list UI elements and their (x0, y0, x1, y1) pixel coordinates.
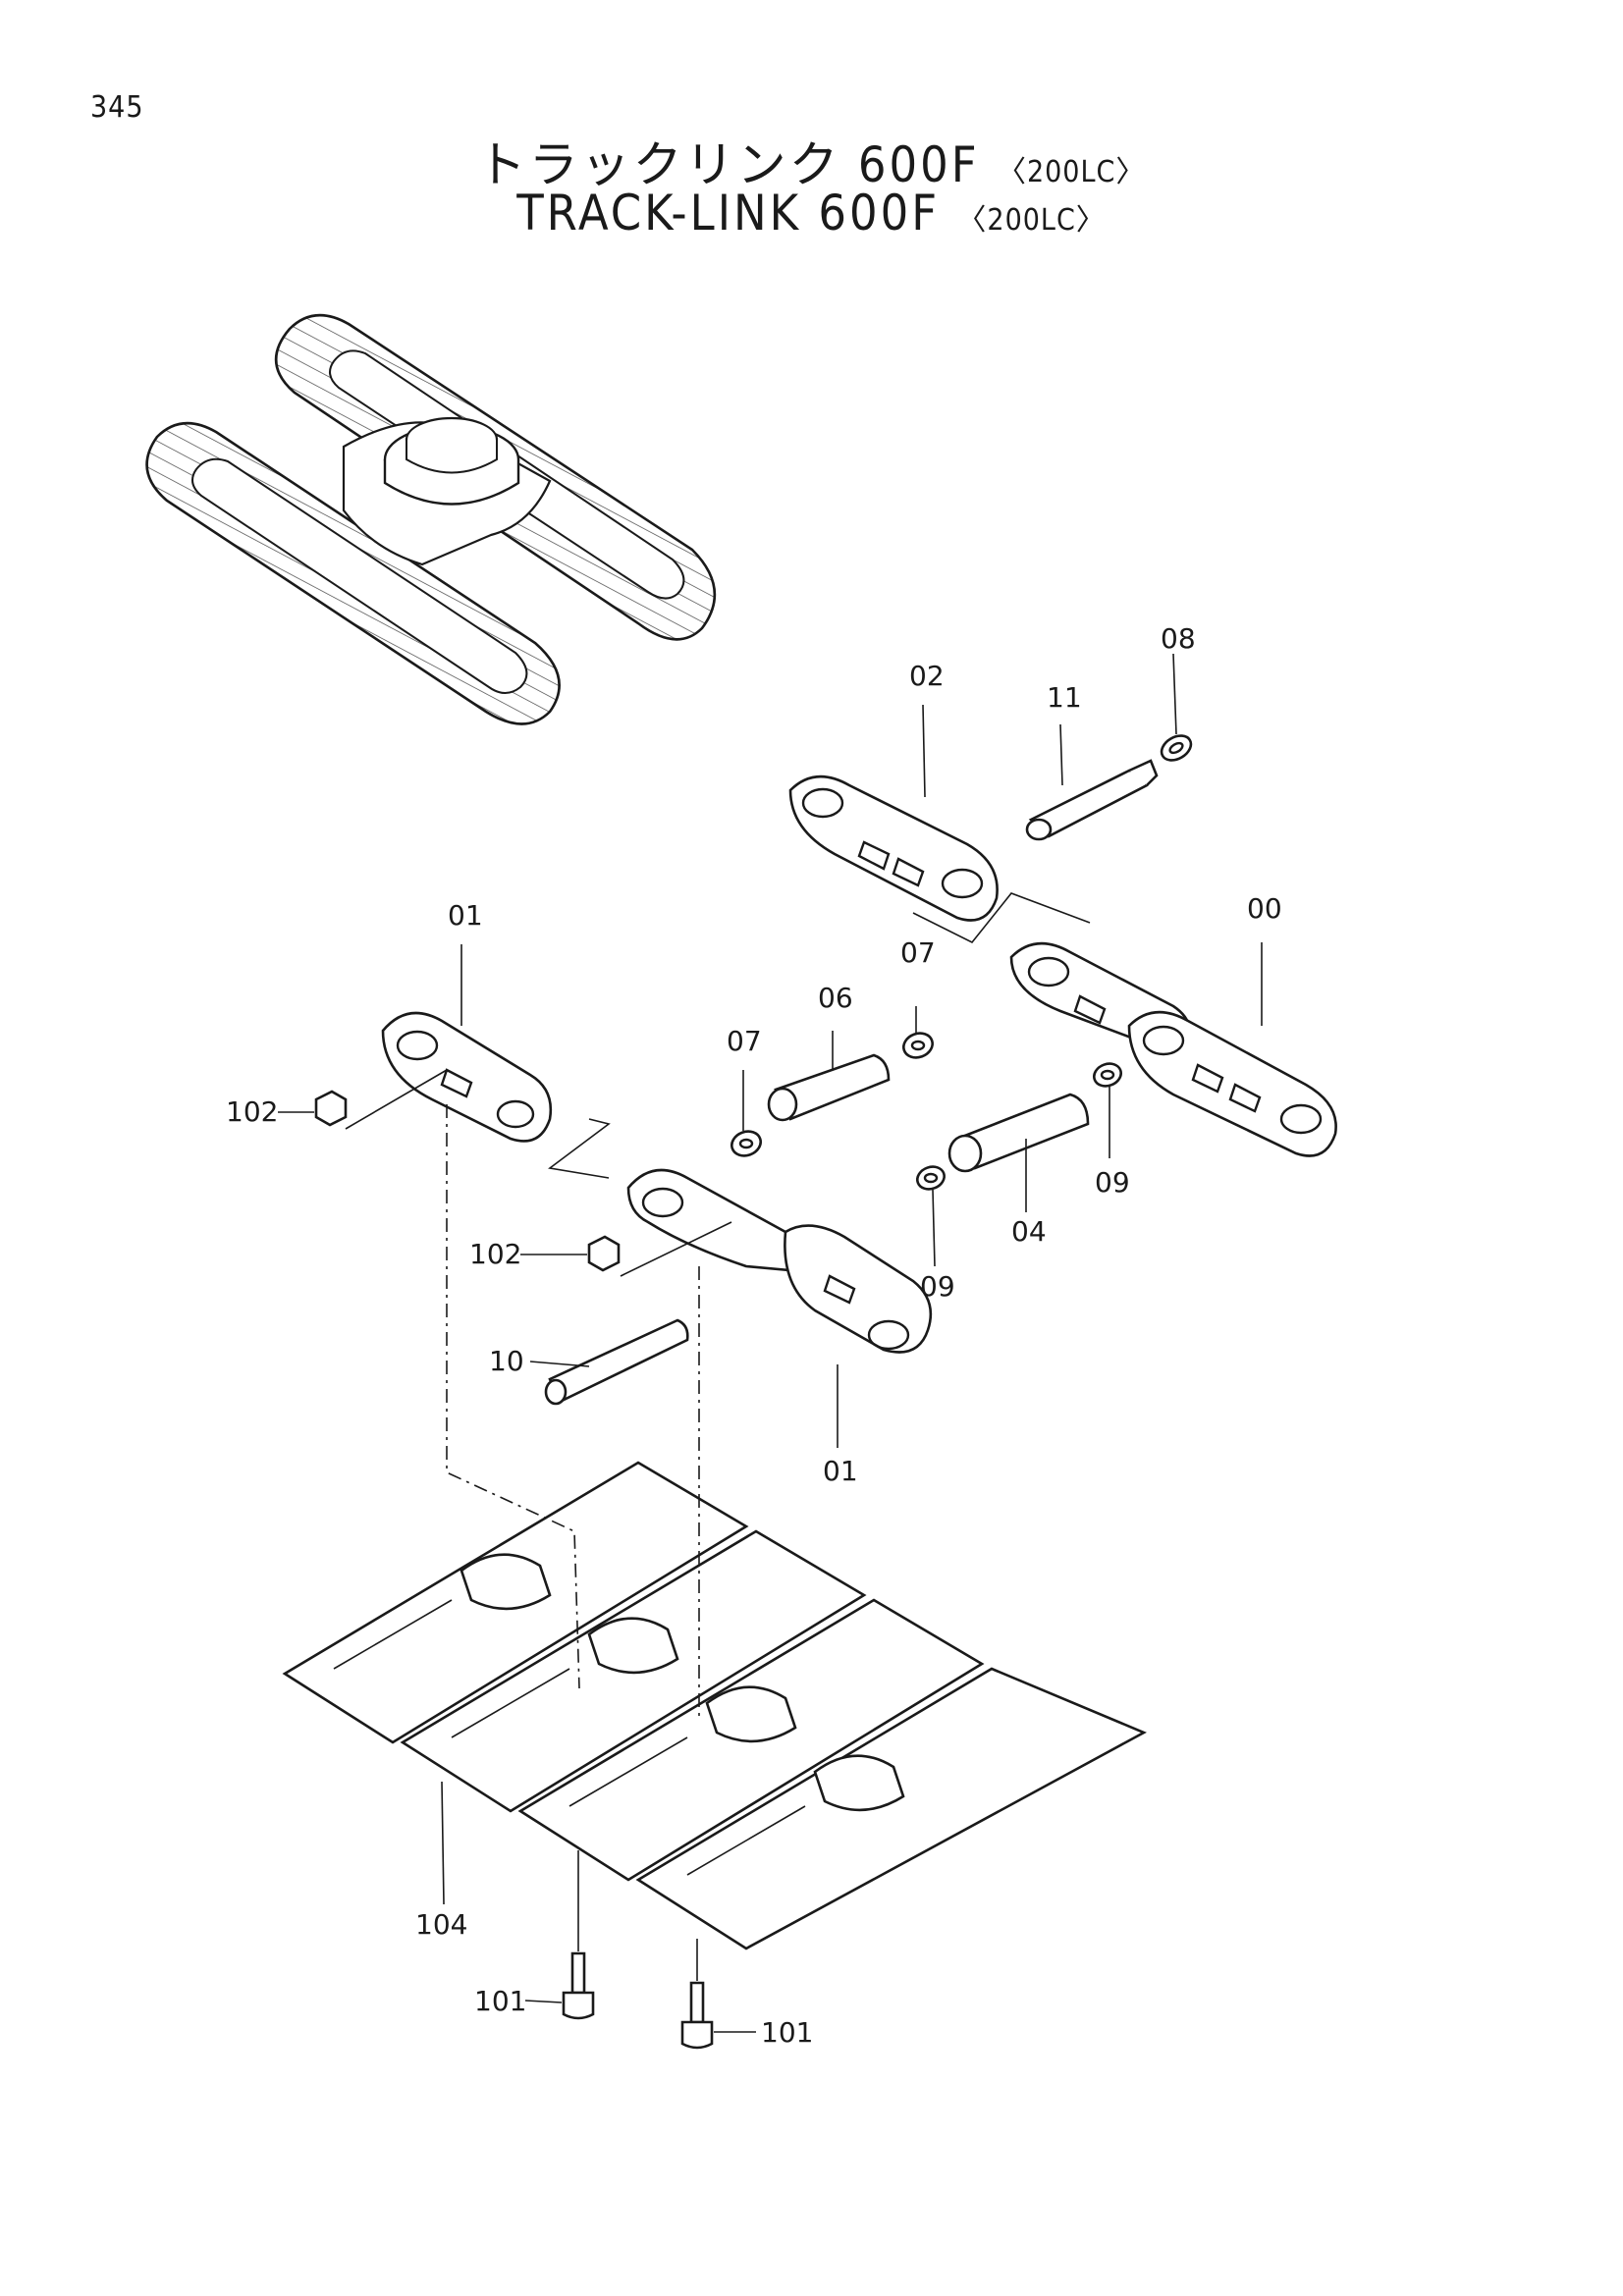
title-english-text: TRACK-LINK 600F (516, 185, 941, 241)
callout-01-upper: 01 (448, 899, 483, 932)
callout-10: 10 (489, 1345, 524, 1377)
callout-09-right: 09 (1095, 1166, 1130, 1199)
callout-00: 00 (1247, 892, 1282, 925)
bushing-04 (947, 1093, 1090, 1173)
callout-02: 02 (909, 660, 945, 692)
track-link-01-lower (626, 1168, 933, 1354)
callout-101-right: 101 (761, 2016, 813, 2049)
title-english-model: 〈200LC〉 (956, 203, 1107, 238)
seal-07-right (902, 1032, 934, 1059)
callout-11: 11 (1047, 681, 1082, 714)
title-japanese-model: 〈200LC〉 (996, 155, 1147, 189)
bolt-101-left (562, 1951, 595, 2020)
title-english: TRACK-LINK 600F 〈200LC〉 (0, 185, 1623, 241)
callout-07-right: 07 (900, 936, 936, 969)
seal-09-right (1093, 1062, 1122, 1088)
track-link-00 (1009, 941, 1337, 1157)
bolt-101-right (680, 1981, 714, 2050)
page-number: 345 (90, 90, 144, 125)
callout-06: 06 (818, 982, 853, 1014)
nut-102-lower (587, 1235, 621, 1272)
track-link-01-upper (381, 1011, 553, 1143)
callout-08: 08 (1161, 622, 1196, 655)
title-japanese: トラックリンク 600F 〈200LC〉 (0, 126, 1623, 196)
callout-09-left: 09 (920, 1270, 955, 1303)
callout-101-left: 101 (474, 1985, 526, 2017)
callout-102-upper: 102 (226, 1095, 278, 1128)
seal-09-left (916, 1165, 946, 1191)
callout-04: 04 (1011, 1215, 1047, 1248)
pin-11 (1025, 759, 1159, 841)
track-link-02 (788, 774, 999, 922)
leader-lines (278, 653, 1263, 2033)
callout-102-lower: 102 (469, 1238, 521, 1270)
callout-104: 104 (415, 1908, 467, 1941)
snap-ring-08 (1160, 734, 1193, 762)
pin-10 (544, 1318, 689, 1406)
track-shoe-104 (282, 1461, 1148, 1950)
undercarriage-overview (145, 313, 717, 725)
nut-102-upper (314, 1090, 348, 1127)
title-japanese-text: トラックリンク 600F (476, 136, 980, 193)
seal-07-left (730, 1130, 762, 1157)
callout-07-left: 07 (727, 1025, 762, 1057)
bushing-06 (767, 1053, 891, 1122)
callout-01-lower: 01 (823, 1455, 858, 1487)
